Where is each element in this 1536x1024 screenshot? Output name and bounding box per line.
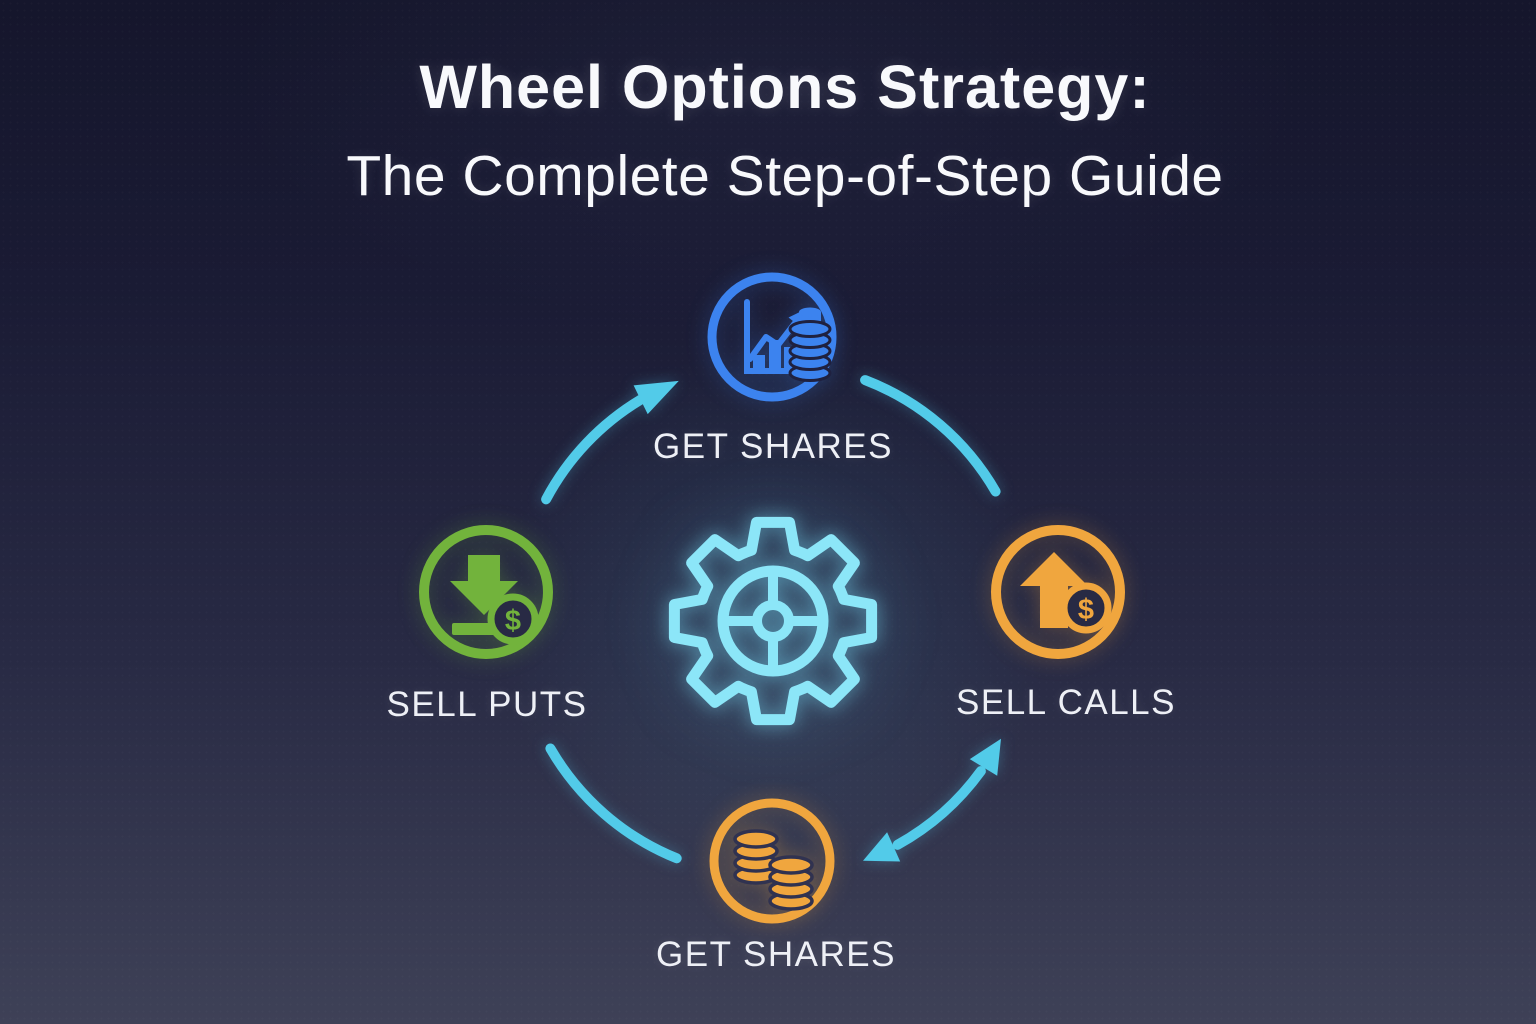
gear-outline <box>668 516 878 726</box>
title-line-1: Wheel Options Strategy: <box>419 53 1151 121</box>
base-bar <box>452 623 496 635</box>
node-label-get-shares-top: GET SHARES <box>653 427 893 466</box>
node-label-sell-calls: SELL CALLS <box>956 683 1176 722</box>
coin-stacks-icon <box>709 798 835 924</box>
title-line-2: The Complete Step-of-Step Guide <box>346 144 1224 208</box>
arc-left-to-top <box>541 394 646 505</box>
coin-stack <box>788 307 832 382</box>
icon-ring <box>709 798 835 924</box>
coin-stack <box>768 855 814 911</box>
chart-axes <box>744 299 802 374</box>
coin-stack <box>733 829 779 885</box>
dollar-coin <box>1060 582 1112 634</box>
arrowhead-to-top <box>633 380 679 415</box>
icon-ring <box>991 525 1125 659</box>
node-get-shares-top <box>702 267 842 407</box>
gear-icon <box>668 516 878 726</box>
trend-line <box>747 320 798 362</box>
arc-top-to-right <box>860 375 1001 497</box>
icon-ring <box>707 272 837 402</box>
dollar-sign: $ <box>505 605 521 637</box>
up-arrow <box>1020 552 1088 628</box>
bar-chart-growth-coins-icon <box>707 272 837 402</box>
node-sell-puts: $ <box>416 522 556 662</box>
icon-ring <box>419 525 553 659</box>
arc-right-bottom-double <box>892 766 986 850</box>
node-sell-calls: $ <box>988 522 1128 662</box>
chart-bar <box>753 355 765 371</box>
arrow-down-dollar-icon: $ <box>419 525 553 659</box>
node-label-get-shares-bottom: GET SHARES <box>656 935 896 974</box>
node-label-sell-puts: SELL PUTS <box>386 685 588 724</box>
dollar-sign: $ <box>1078 594 1094 626</box>
arrowhead-to-right <box>969 738 1001 776</box>
node-get-shares-bottom <box>702 791 842 931</box>
arrowhead-to-bottom <box>863 832 901 862</box>
down-arrow <box>450 555 518 615</box>
arrow-up-dollar-icon: $ <box>991 525 1125 659</box>
dollar-coin <box>487 593 539 645</box>
arc-bottom-to-left <box>545 743 682 864</box>
page-title: Wheel Options Strategy: The Complete Ste… <box>0 52 1536 209</box>
